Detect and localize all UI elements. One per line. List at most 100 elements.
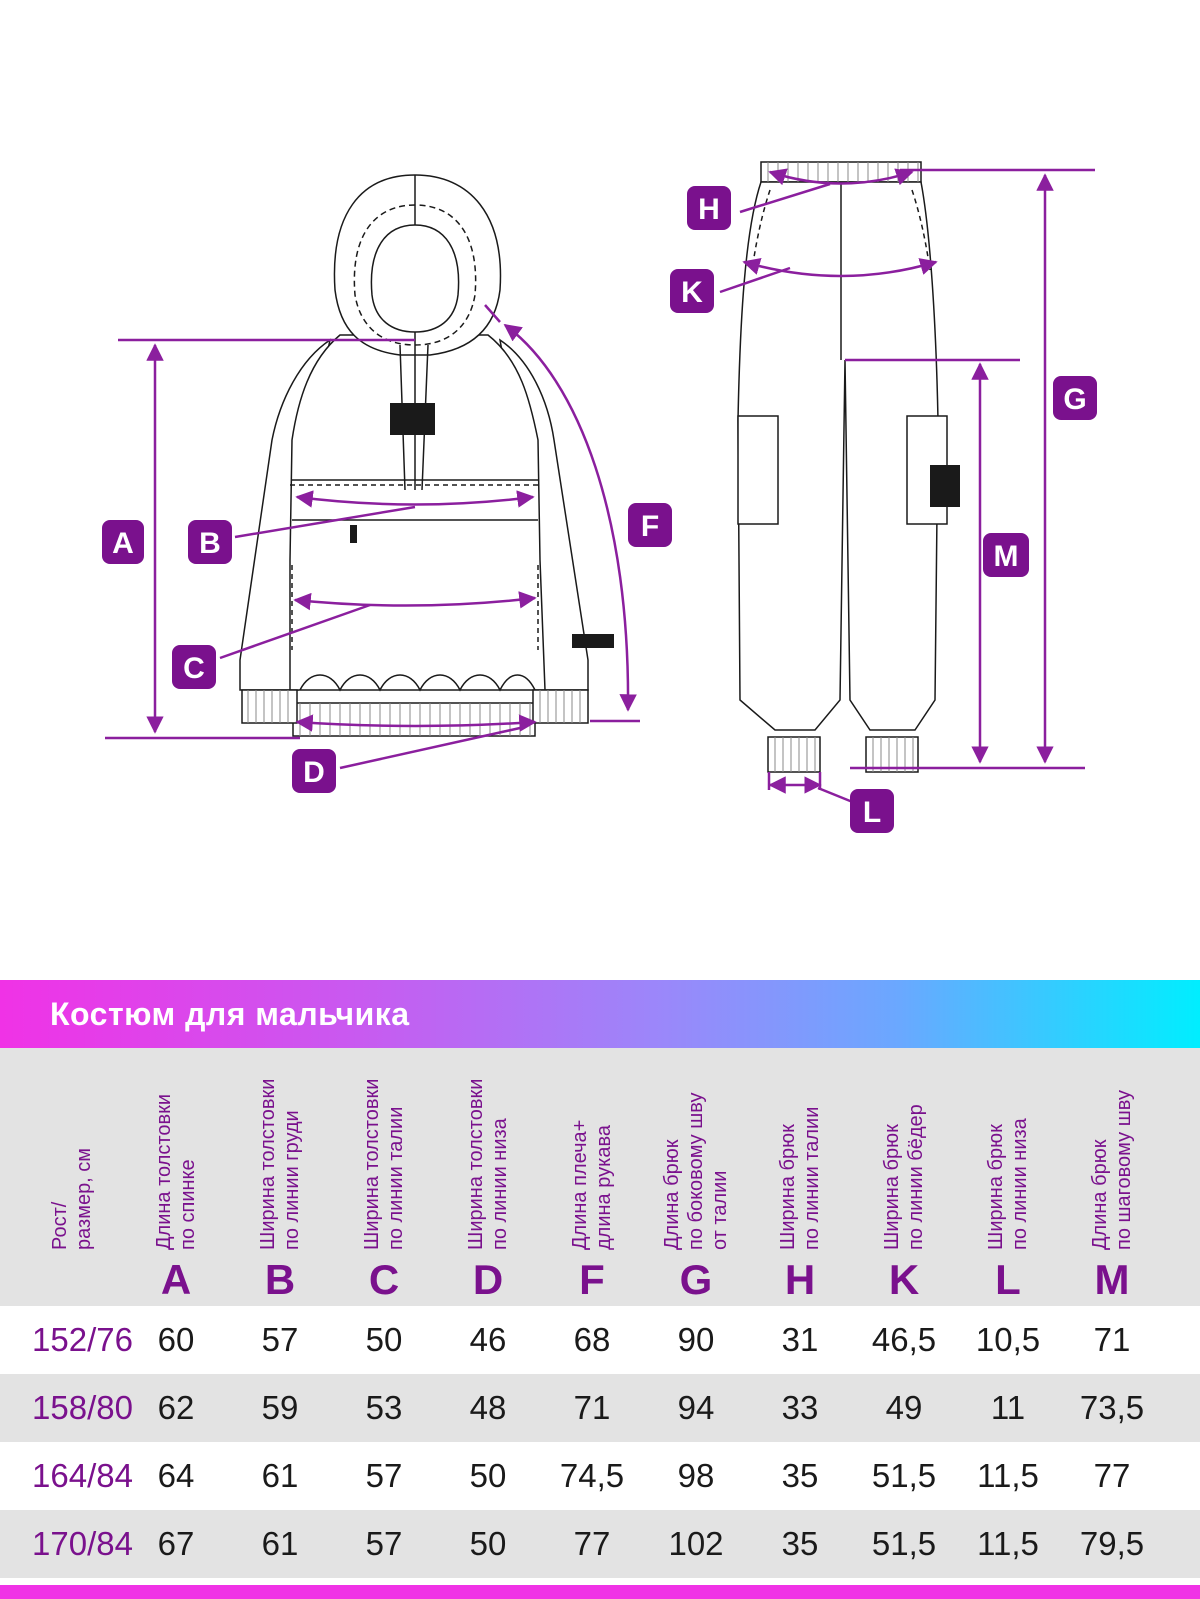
header-letter: H: [784, 1256, 816, 1303]
row-value-k: 51,5: [871, 1525, 937, 1562]
header-line: по линии талии: [385, 1106, 407, 1250]
header-line: Ширина толстовки: [257, 1078, 279, 1250]
row-value-l: 11,5: [977, 1457, 1039, 1494]
header-line: по линии талии: [801, 1106, 823, 1250]
row-value-k: 51,5: [871, 1457, 937, 1494]
row-value-d: 48: [469, 1389, 507, 1426]
row-value-l: 11,5: [977, 1525, 1039, 1562]
row-value-d: 46: [469, 1321, 507, 1358]
header-line: Длина брюк: [1089, 1139, 1111, 1250]
badge-a: A: [102, 520, 144, 564]
hoodie-drawing: [239, 174, 589, 737]
row-value-c: 57: [365, 1457, 403, 1494]
table-title-bar: Костюм для мальчика: [0, 980, 1200, 1048]
table-row: 164/84 64 61 57 50 74,5 98 35 51,5 11,5 77: [0, 1442, 1200, 1510]
row-value-b: 61: [261, 1457, 299, 1494]
row-value-g: 102: [668, 1525, 724, 1562]
badge-f: F: [628, 503, 672, 547]
row-value-f: 74,5: [559, 1457, 625, 1494]
row-value-b: 59: [261, 1389, 299, 1426]
header-line: Рост/: [49, 1201, 71, 1250]
header-line: Ширина брюк: [881, 1124, 903, 1250]
bottom-accent-bar: [0, 1585, 1200, 1599]
badge-k: K: [670, 269, 714, 313]
row-value-f: 68: [573, 1321, 611, 1358]
row-value-a: 62: [157, 1389, 195, 1426]
header-letter: G: [679, 1256, 713, 1303]
header-line: Длина плеча+: [569, 1119, 591, 1250]
header-line: по линии груди: [281, 1110, 303, 1250]
svg-text:B: B: [199, 527, 221, 560]
row-value-a: 60: [157, 1321, 195, 1358]
row-value-c: 57: [365, 1525, 403, 1562]
svg-text:M: M: [994, 540, 1019, 573]
svg-text:G: G: [1063, 383, 1086, 416]
header-line: Ширина брюк: [777, 1124, 799, 1250]
badge-g: G: [1053, 376, 1097, 420]
row-value-g: 90: [677, 1321, 715, 1358]
garment-diagram: A B C D F H K G M L: [102, 161, 1097, 833]
row-value-b: 61: [261, 1525, 299, 1562]
row-value-h: 35: [781, 1457, 819, 1494]
header-letter: B: [264, 1256, 296, 1303]
badge-b: B: [188, 520, 232, 564]
row-value-m: 79,5: [1079, 1525, 1145, 1562]
row-value-g: 98: [677, 1457, 715, 1494]
header-letter: D: [472, 1256, 504, 1303]
row-value-k: 49: [885, 1389, 923, 1426]
badge-c: C: [172, 645, 216, 689]
header-line: Длина брюк: [661, 1139, 683, 1250]
measurement-lines: [105, 168, 1095, 807]
table-title: Костюм для мальчика: [50, 996, 410, 1032]
row-value-c: 50: [365, 1321, 403, 1358]
svg-text:F: F: [641, 510, 659, 543]
row-size: 152/76: [32, 1321, 133, 1358]
header-line: по спинке: [177, 1159, 199, 1250]
header-letter: M: [1094, 1256, 1130, 1303]
header-letter: F: [579, 1256, 605, 1303]
svg-text:D: D: [303, 756, 325, 789]
row-value-b: 57: [261, 1321, 299, 1358]
row-value-f: 71: [573, 1389, 611, 1426]
row-size: 164/84: [32, 1457, 133, 1494]
svg-text:H: H: [698, 193, 720, 226]
badge-m: M: [983, 533, 1029, 577]
pants-drawing: [737, 161, 948, 773]
header-line: по боковому шву: [685, 1092, 707, 1250]
svg-text:L: L: [863, 796, 881, 829]
row-value-h: 33: [781, 1389, 819, 1426]
row-value-m: 77: [1093, 1457, 1131, 1494]
svg-text:K: K: [681, 276, 703, 309]
row-value-c: 53: [365, 1389, 403, 1426]
row-value-m: 71: [1093, 1321, 1131, 1358]
header-line: Ширина толстовки: [361, 1078, 383, 1250]
svg-text:A: A: [112, 527, 134, 560]
header-line: по линии низа: [1009, 1118, 1031, 1250]
row-value-h: 35: [781, 1525, 819, 1562]
row-value-a: 64: [157, 1457, 195, 1494]
header-letter: A: [160, 1256, 192, 1303]
header-line: длина рукава: [593, 1125, 615, 1250]
header-label: Длина плеча+длина рукава: [568, 1050, 616, 1250]
row-value-d: 50: [469, 1457, 507, 1494]
row-value-m: 73,5: [1079, 1389, 1145, 1426]
header-line: Ширина брюк: [985, 1124, 1007, 1250]
